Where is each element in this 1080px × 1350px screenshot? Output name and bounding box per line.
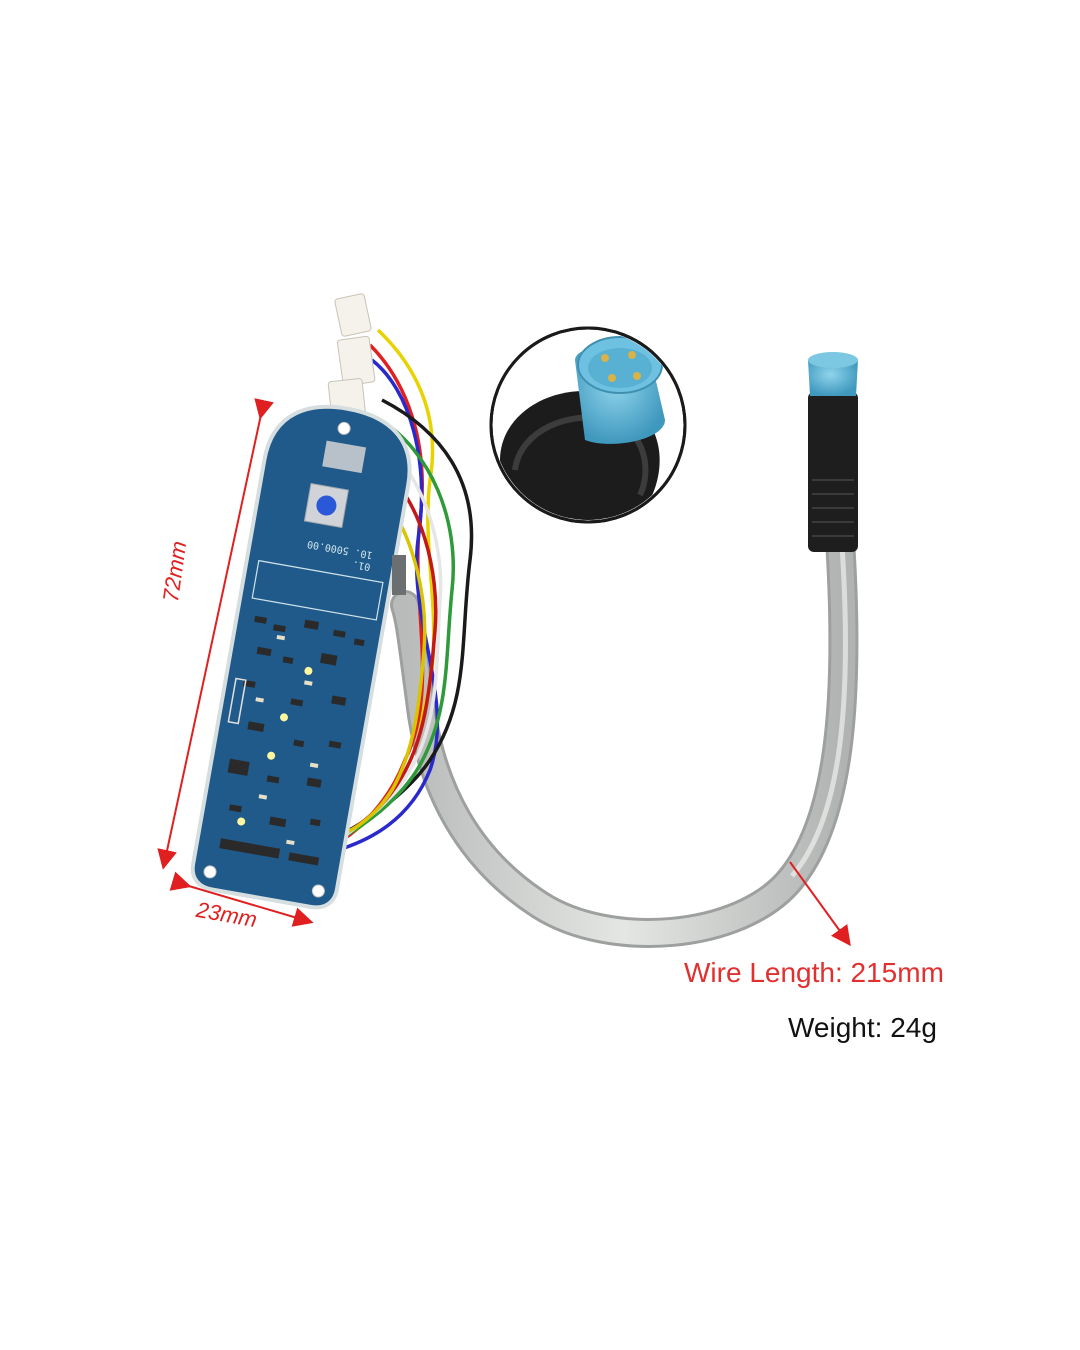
cable-plug [808, 352, 858, 552]
weight-label: Weight: 24g [788, 1012, 937, 1043]
ribbon-connector [392, 555, 406, 595]
blue-push-button [316, 495, 337, 516]
width-dimension-arrow [169, 871, 314, 927]
jst-connectors [327, 293, 376, 424]
connector-closeup [489, 326, 687, 524]
length-dimension-arrow [157, 398, 274, 870]
gray-cable [390, 525, 859, 948]
pcb-silkscreen-top: 01. [352, 558, 372, 572]
wire-length-label: Wire Length: 215mm [684, 957, 944, 988]
wire-length-pointer [789, 861, 851, 947]
colored-wires [334, 328, 474, 852]
pcb-board: 10. 5000.00 01. [190, 404, 412, 910]
